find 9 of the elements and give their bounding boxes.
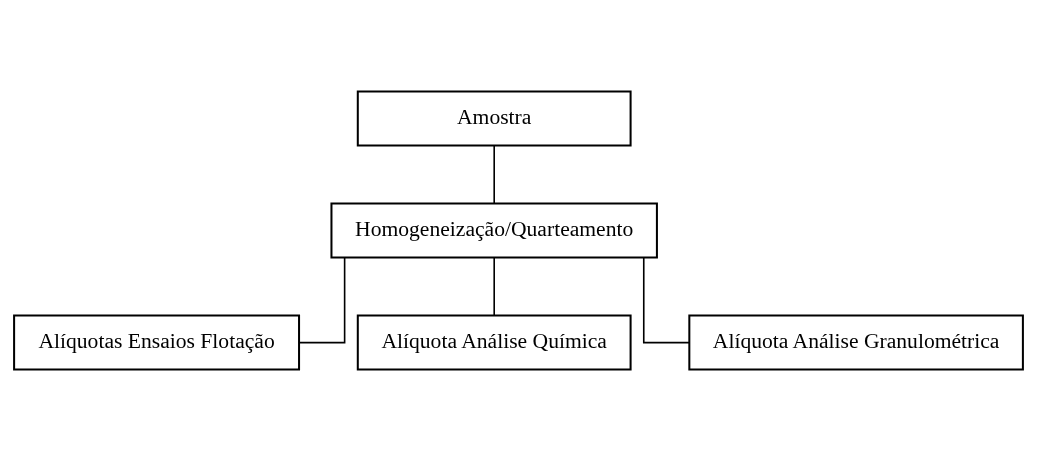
node-box: Amostra bbox=[356, 90, 632, 147]
connector bbox=[642, 256, 691, 344]
node-box: Alíquota Análise Química bbox=[356, 314, 632, 371]
node-box: Homogeneização/Quarteamento bbox=[330, 202, 658, 259]
connector bbox=[298, 256, 346, 344]
node-box: Alíquota Análise Granulométrica bbox=[688, 314, 1024, 371]
connector bbox=[493, 256, 495, 317]
connector bbox=[493, 144, 495, 205]
node-box: Alíquotas Ensaios Flotação bbox=[13, 314, 301, 371]
